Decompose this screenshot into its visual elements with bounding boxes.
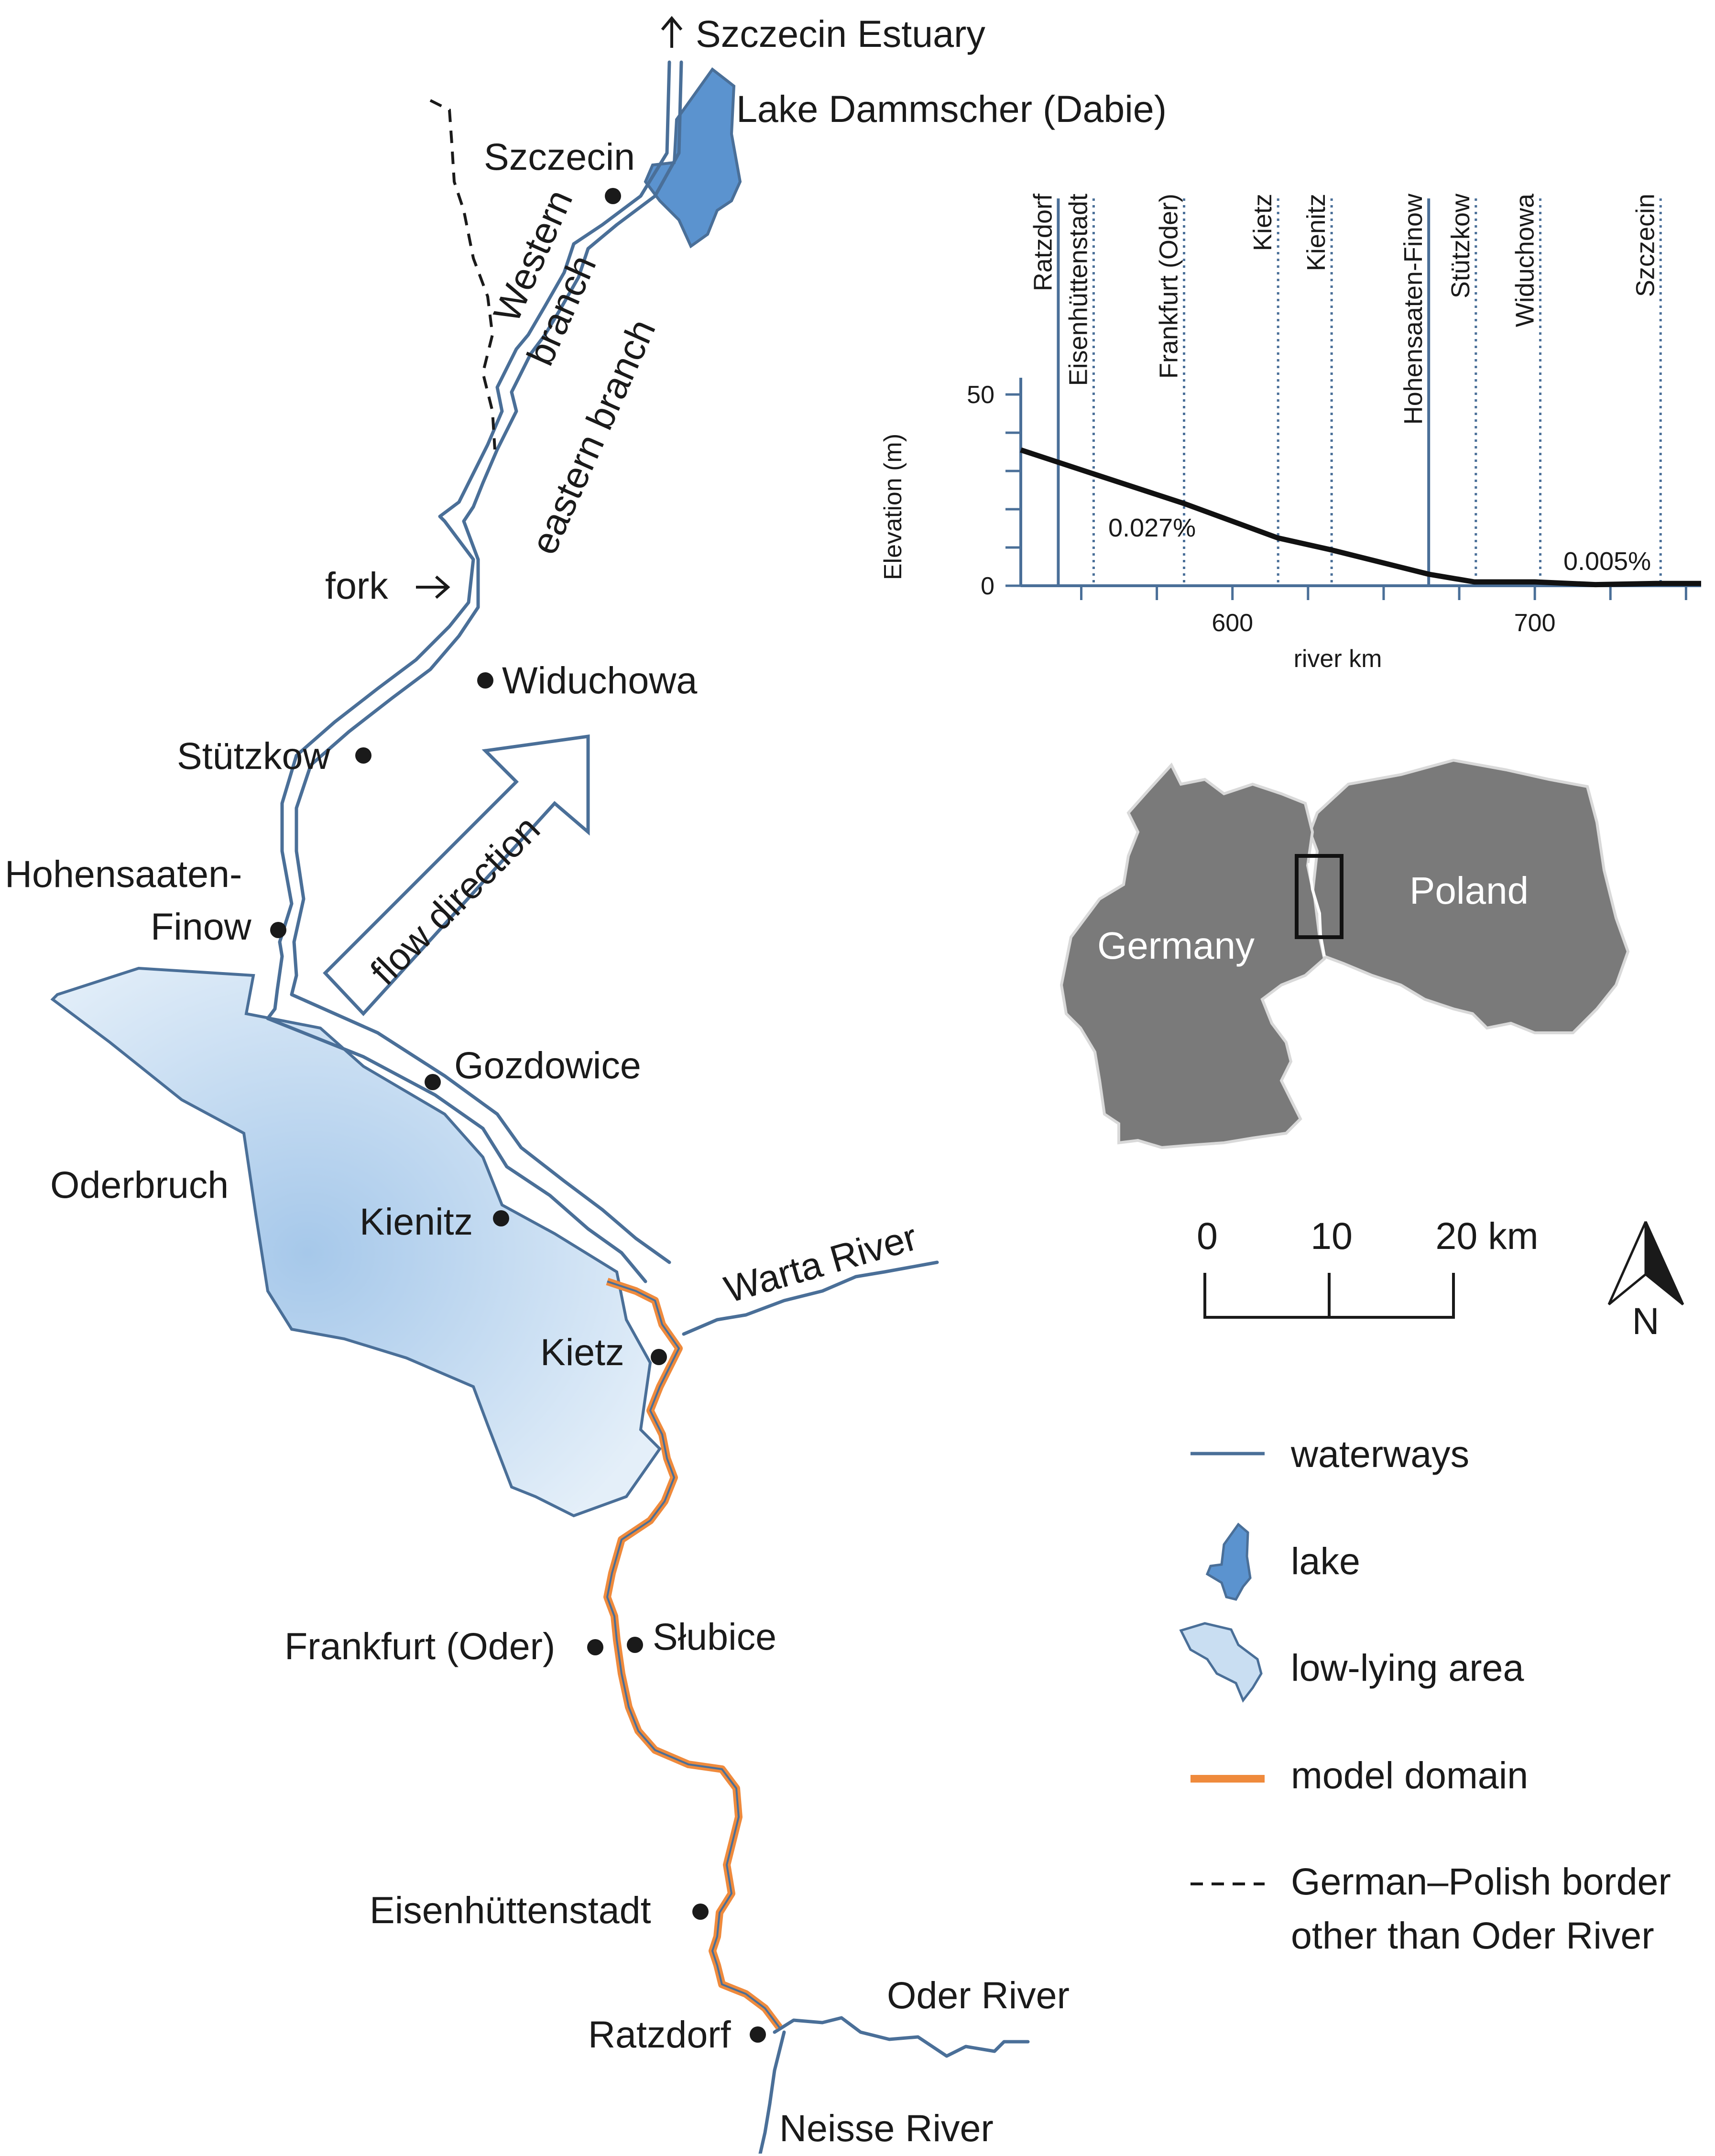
legend-lake-label: lake bbox=[1291, 1540, 1360, 1582]
chart-station-label-2: Frankfurt (Oder) bbox=[1155, 194, 1183, 379]
legend-border-label-1: German–Polish border bbox=[1291, 1860, 1671, 1903]
chart-series-line-elevation bbox=[1020, 447, 1701, 588]
flow-direction-arrow bbox=[323, 734, 590, 1017]
warta-river-label: Warta River bbox=[720, 1215, 922, 1311]
oderbruch-low-lying-area bbox=[50, 966, 662, 1518]
chart-station-label-4: Kienitz bbox=[1302, 194, 1331, 271]
legend-low-lying-label: low-lying area bbox=[1291, 1646, 1524, 1689]
legend-low-lying-swatch bbox=[1179, 1622, 1263, 1703]
north-label: N bbox=[1632, 1300, 1659, 1342]
town-dot-szczecin bbox=[605, 188, 621, 204]
scale-tick-10: 10 bbox=[1311, 1215, 1353, 1257]
town-label-ratzdorf: Ratzdorf bbox=[588, 2013, 732, 2056]
oder-river-upstream bbox=[773, 2016, 1030, 2058]
legend-model-domain-label: model domain bbox=[1291, 1754, 1528, 1796]
inset-oder-line bbox=[1308, 863, 1326, 957]
town-label-frankfurt: Frankfurt (Oder) bbox=[284, 1625, 555, 1667]
town-dot-slubice bbox=[627, 1637, 643, 1653]
scale-tick-20: 20 km bbox=[1435, 1215, 1538, 1257]
town-dot-hohensaaten bbox=[270, 922, 286, 938]
chart-annotation-slope-1: 0.027% bbox=[1108, 514, 1196, 542]
oder-channel-east bbox=[290, 60, 683, 1264]
town-dot-gozdowice bbox=[425, 1074, 441, 1090]
chart-x-tick-label-1: 700 bbox=[1514, 609, 1556, 637]
chart-x-tick-label-0: 600 bbox=[1212, 609, 1253, 637]
town-label-szczecin: Szczecin bbox=[484, 135, 635, 178]
town-label-eisenhuttenstadt: Eisenhüttenstadt bbox=[370, 1889, 651, 1931]
fork-arrow-icon bbox=[416, 575, 450, 599]
chart-y-tick-label-1: 50 bbox=[967, 381, 994, 409]
legend-lake-swatch bbox=[1205, 1522, 1252, 1601]
inset-poland-label: Poland bbox=[1409, 869, 1529, 912]
estuary-arrow-icon bbox=[661, 16, 683, 48]
north-arrow: N bbox=[1607, 1221, 1684, 1342]
town-dot-kietz bbox=[651, 1349, 667, 1365]
town-label-kienitz: Kienitz bbox=[360, 1200, 473, 1243]
inset-study-area-box bbox=[1295, 854, 1344, 939]
scale-tick-0: 0 bbox=[1197, 1215, 1218, 1257]
legend-waterways-label: waterways bbox=[1290, 1433, 1469, 1475]
fork-label: fork bbox=[325, 564, 388, 607]
chart-station-label-0: Ratzdorf bbox=[1028, 193, 1057, 291]
chart-y-tick-label-0: 0 bbox=[981, 572, 994, 600]
waterways bbox=[266, 60, 1030, 2156]
oder-channel-west bbox=[266, 60, 671, 1283]
lake-dammscher bbox=[644, 67, 742, 249]
estuary-label: Szczecin Estuary bbox=[696, 12, 985, 55]
inset-germany-shape bbox=[1060, 762, 1326, 1149]
town-dot-stutzkow bbox=[355, 747, 371, 764]
oder-river-label: Oder River bbox=[887, 1974, 1070, 2016]
legend-border-label-2: other than Oder River bbox=[1291, 1914, 1654, 1957]
oderbruch-label: Oderbruch bbox=[50, 1163, 229, 1206]
chart-station-label-1: Eisenhüttenstadt bbox=[1064, 194, 1092, 386]
north-arrow-icon bbox=[1607, 1221, 1647, 1305]
town-dot-frankfurt bbox=[587, 1639, 603, 1655]
chart-x-axis-label: river km bbox=[1294, 645, 1382, 673]
model-domain-centerline bbox=[606, 1280, 780, 2028]
town-markers bbox=[270, 188, 766, 2043]
scale-bar: 0 10 20 km bbox=[1197, 1215, 1539, 1319]
scale-bar-line bbox=[1203, 1273, 1455, 1319]
town-label-hohensaaten-1: Hohensaaten- bbox=[5, 853, 242, 895]
town-label-gozdowice: Gozdowice bbox=[454, 1044, 641, 1086]
legend: waterways lake low-lying area model doma… bbox=[1179, 1433, 1671, 1957]
town-label-kietz: Kietz bbox=[540, 1331, 624, 1373]
lake-label: Lake Dammscher (Dabie) bbox=[736, 88, 1167, 130]
town-dot-kienitz bbox=[493, 1210, 509, 1226]
border-dashed-line bbox=[429, 99, 496, 450]
north-arrow-fill-icon bbox=[1644, 1221, 1684, 1305]
town-dot-ratzdorf bbox=[750, 2026, 766, 2043]
flow-direction-label: flow direction bbox=[362, 807, 548, 993]
chart-station-label-6: Stützkow bbox=[1446, 193, 1475, 298]
neisse-river bbox=[758, 2030, 786, 2156]
town-dot-eisenhuttenstadt bbox=[692, 1904, 709, 1920]
inset-germany-label: Germany bbox=[1097, 924, 1255, 967]
chart-axes: 600 700 0 50 bbox=[967, 378, 1701, 637]
chart-y-axis-label: Elevation (m) bbox=[879, 434, 907, 580]
chart-station-label-5: Hohensaaten-Finow bbox=[1399, 193, 1428, 425]
town-label-widuchowa: Widuchowa bbox=[502, 659, 697, 701]
inset-map: Germany Poland bbox=[1060, 758, 1630, 1149]
chart-annotation-slope-2: 0.005% bbox=[1563, 547, 1651, 576]
warta-river bbox=[682, 1260, 939, 1336]
town-label-hohensaaten-2: Finow bbox=[151, 905, 252, 948]
town-label-slubice: Słubice bbox=[653, 1615, 776, 1658]
chart-station-label-8: Szczecin bbox=[1631, 194, 1660, 297]
main-map: Szczecin Estuary Lake Dammscher (Dabie) … bbox=[5, 12, 1167, 2156]
town-dot-widuchowa bbox=[477, 672, 493, 689]
chart-station-label-7: Widuchowa bbox=[1511, 193, 1540, 327]
neisse-river-label: Neisse River bbox=[779, 2107, 994, 2149]
chart-station-label-3: Kietz bbox=[1248, 194, 1277, 251]
town-label-stutzkow: Stützkow bbox=[177, 734, 330, 777]
